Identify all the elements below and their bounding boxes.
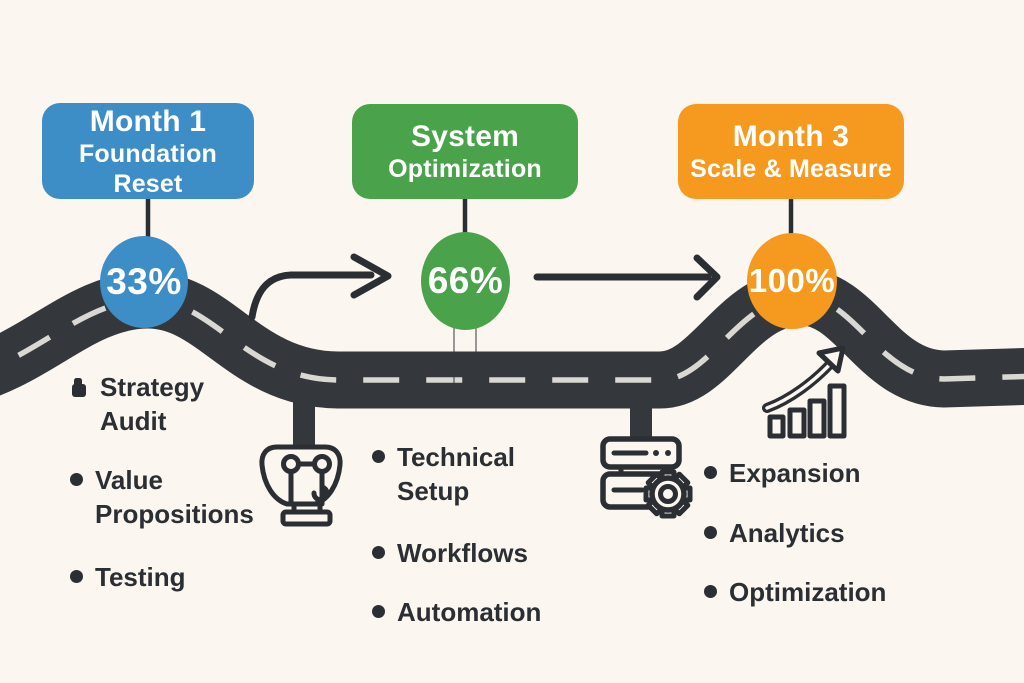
milestone-2-list: Technical Setup Workflows Automation <box>372 440 562 629</box>
bullet-dot-icon <box>372 546 385 559</box>
bullet-dot-icon <box>372 450 385 463</box>
list-item: Strategy Audit <box>70 370 270 438</box>
list-item: Technical Setup <box>372 440 562 508</box>
milestone-2-title: System <box>411 120 519 153</box>
growth-chart-icon <box>762 345 847 439</box>
bullet-dot-icon <box>372 605 385 618</box>
list-item-label: Testing <box>95 562 186 592</box>
milestone-1-percent-badge: 33% <box>100 236 188 328</box>
milestone-1-list: Strategy Audit Value Propositions Testin… <box>70 370 270 594</box>
milestone-2-percent-badge: 66% <box>421 232 510 330</box>
straight-right-arrow-icon <box>533 254 721 301</box>
milestone-2-subtitle: Optimization <box>388 155 542 183</box>
list-item-label: Workflows <box>397 538 528 568</box>
milestone-2-percent: 66% <box>427 260 504 301</box>
bullet-dot-icon <box>70 473 83 486</box>
milestone-3-title: Month 3 <box>732 120 850 153</box>
list-item-label: Optimization <box>729 577 887 607</box>
milestone-1-header: Month 1 Foundation Reset <box>42 103 254 199</box>
milestone-3-percent: 100% <box>748 262 836 299</box>
milestone-1-percent: 33% <box>106 261 182 302</box>
stub-server <box>630 392 652 442</box>
milestone-2-header: System Optimization <box>352 104 578 199</box>
list-item-label: Automation <box>397 597 542 627</box>
list-item: Workflows <box>372 536 562 570</box>
list-item-label: Analytics <box>729 518 845 548</box>
bullet-dot-icon <box>704 585 717 598</box>
road-dashes <box>0 294 1024 383</box>
milestone-3-list: Expansion Analytics Optimization <box>704 456 924 609</box>
list-item: Analytics <box>704 516 924 550</box>
bullet-dot-icon <box>704 526 717 539</box>
milestone-3-subtitle: Scale & Measure <box>690 155 892 183</box>
milestone-3-percent-badge: 100% <box>747 233 837 329</box>
milestone-3-header: Month 3 Scale & Measure <box>678 104 904 199</box>
milestone-1-title: Month 1 <box>89 104 207 138</box>
list-item: Expansion <box>704 456 924 490</box>
milestone-1-subtitle: Foundation Reset <box>78 139 218 198</box>
curved-right-arrow-icon <box>248 253 392 321</box>
list-item: Testing <box>70 560 270 594</box>
list-item: Optimization <box>704 575 924 609</box>
list-item: Automation <box>372 595 562 629</box>
bullet-dot-icon <box>704 466 717 479</box>
list-item: Value Propositions <box>70 463 270 531</box>
list-item-label: Strategy Audit <box>100 372 205 436</box>
trophy-icon <box>259 444 343 527</box>
bullet-dot-icon <box>70 570 83 583</box>
server-gear-icon <box>600 436 693 519</box>
stub-trophy <box>293 392 315 448</box>
list-item-label: Value Propositions <box>95 465 254 529</box>
lock-icon <box>72 378 86 397</box>
list-item-label: Technical Setup <box>397 442 516 506</box>
list-item-label: Expansion <box>729 458 861 488</box>
gear-icon <box>643 469 693 519</box>
